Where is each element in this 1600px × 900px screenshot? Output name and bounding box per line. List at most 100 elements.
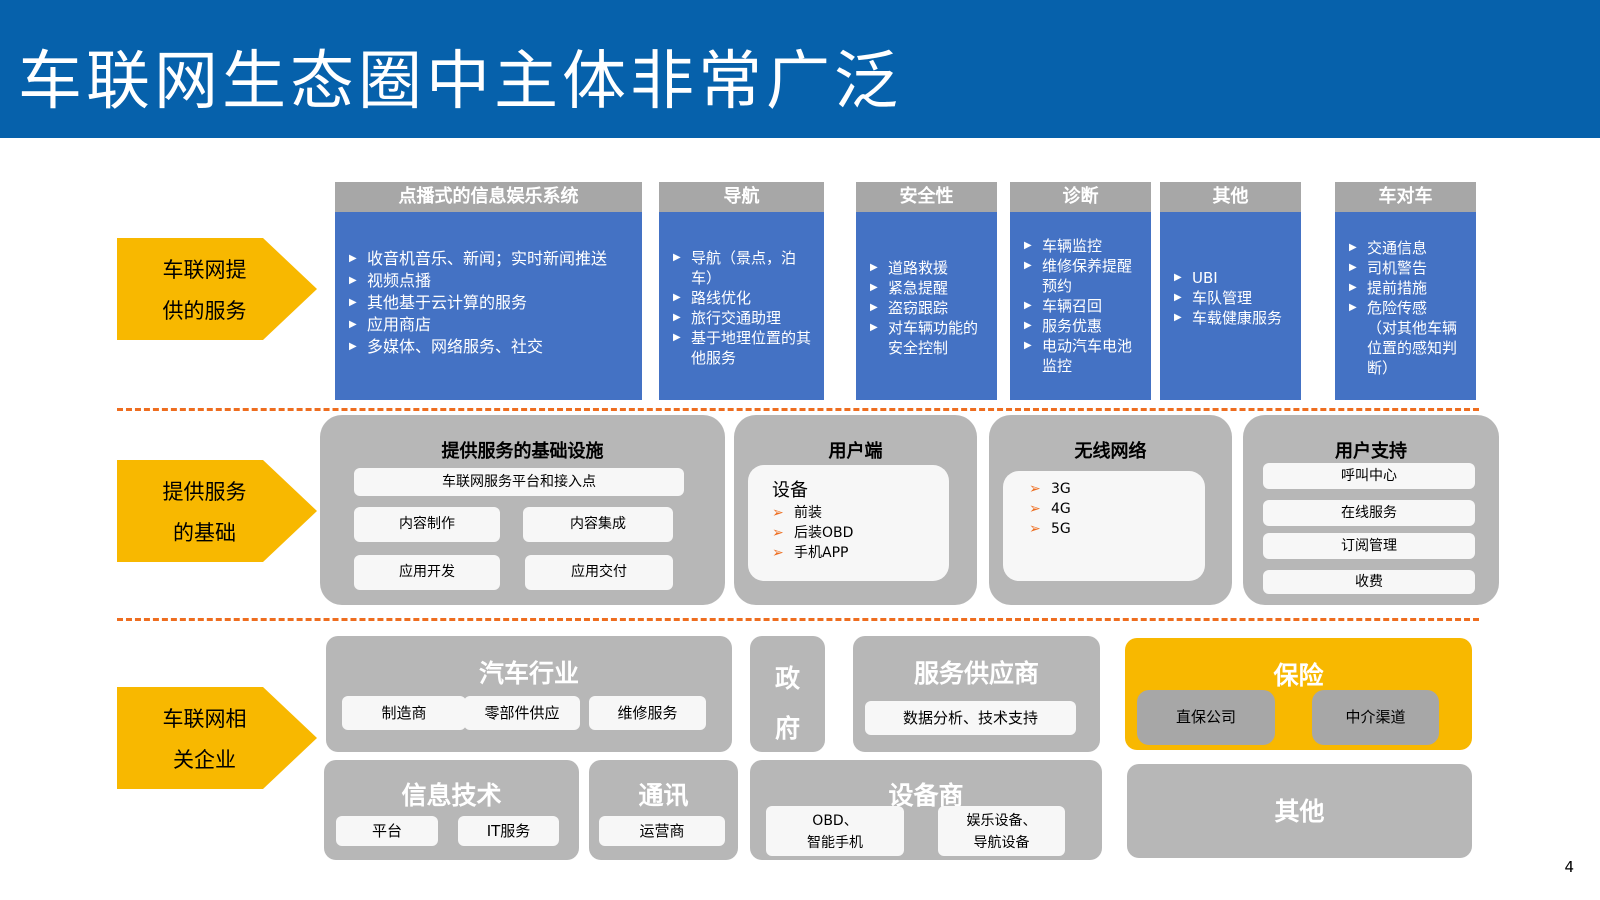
row-label-line: 关企业 (173, 748, 236, 772)
service-item: UBI (1174, 268, 1293, 288)
support-item: 收费 (1263, 570, 1475, 594)
equipment-item-line: 导航设备 (973, 835, 1030, 851)
insurance-item: 中介渠道 (1312, 690, 1439, 745)
it-item: 平台 (336, 816, 438, 846)
service-header: 车对车 (1335, 182, 1476, 212)
service-item: 应用商店 (349, 314, 628, 336)
service-body: 导航（景点，泊车） 路线优化 旅行交通助理 基于地理位置的其他服务 (659, 212, 824, 400)
wireless-box: 3G 4G 5G (1003, 471, 1205, 581)
service-provider-item: 数据分析、技术支持 (865, 701, 1076, 735)
government-title: 政府 (750, 654, 825, 754)
row-label-line: 车联网提 (162, 258, 247, 282)
section-divider (117, 408, 1479, 411)
support-container: 用户支持 呼叫中心 在线服务 订阅管理 收费 (1243, 415, 1499, 605)
client-container: 用户端 设备 前装 后装OBD 手机APP (734, 415, 977, 605)
support-item: 订阅管理 (1263, 533, 1475, 559)
equipment-item-line: 智能手机 (807, 835, 863, 851)
service-safety: 安全性 道路救援 紧急提醒 盗窃跟踪 对车辆功能的安全控制 (856, 182, 997, 400)
service-infotainment: 点播式的信息娱乐系统 收音机音乐、新闻；实时新闻推送 视频点播 其他基于云计算的… (335, 182, 642, 400)
service-item: 视频点播 (349, 270, 628, 292)
service-body: 车辆监控 维修保养提醒预约 车辆召回 服务优惠 电动汽车电池监控 (1010, 212, 1151, 400)
equipment-item: OBD、智能手机 (766, 806, 904, 856)
row-label-services: 车联网提供的服务 (117, 238, 317, 340)
government-title-line: 府 (774, 714, 800, 743)
other-companies-title: 其他 (1274, 797, 1325, 826)
service-item: 导航（景点，泊车） (673, 248, 812, 288)
telecom-title: 通讯 (638, 781, 689, 810)
service-body: UBI 车队管理 车载健康服务 (1160, 212, 1301, 400)
app-dev-box: 应用开发 (354, 555, 500, 590)
service-item: 司机警告 (1349, 258, 1468, 278)
government-title-line: 政 (774, 664, 800, 693)
service-item: 车队管理 (1174, 288, 1293, 308)
government-container: 政府 (750, 636, 825, 752)
service-body: 收音机音乐、新闻；实时新闻推送 视频点播 其他基于云计算的服务 应用商店 多媒体… (335, 212, 642, 400)
service-other: 其他 UBI 车队管理 车载健康服务 (1160, 182, 1301, 400)
service-item: 旅行交通助理 (673, 308, 812, 328)
infra-title: 提供服务的基础设施 (441, 441, 604, 462)
service-item: 其他基于云计算的服务 (349, 292, 628, 314)
service-item: 服务优惠 (1024, 316, 1143, 336)
it-item: IT服务 (458, 816, 559, 846)
service-item: 收音机音乐、新闻；实时新闻推送 (349, 248, 628, 270)
service-header: 导航 (659, 182, 824, 212)
client-title: 用户端 (828, 441, 883, 462)
title-bar: 车联网生态圈中主体非常广泛 (0, 0, 1600, 138)
equipment-item: 娱乐设备、导航设备 (938, 806, 1065, 856)
service-provider-title: 服务供应商 (913, 659, 1039, 688)
service-item: 维修保养提醒预约 (1024, 256, 1143, 296)
service-header: 安全性 (856, 182, 997, 212)
service-item: 紧急提醒 (870, 278, 989, 298)
service-item: 交通信息 (1349, 238, 1468, 258)
support-title: 用户支持 (1335, 441, 1407, 462)
service-header: 诊断 (1010, 182, 1151, 212)
other-companies-container: 其他 (1127, 764, 1472, 858)
service-body: 道路救援 紧急提醒 盗窃跟踪 对车辆功能的安全控制 (856, 212, 997, 400)
service-item: 路线优化 (673, 288, 812, 308)
service-navigation: 导航 导航（景点，泊车） 路线优化 旅行交通助理 基于地理位置的其他服务 (659, 182, 824, 400)
service-item: 道路救援 (870, 258, 989, 278)
service-item: 提前措施 (1349, 278, 1468, 298)
client-item: 后装OBD (772, 523, 949, 543)
auto-item: 维修服务 (589, 696, 706, 730)
insurance-item: 直保公司 (1137, 690, 1275, 745)
infra-container: 提供服务的基础设施 车联网服务平台和接入点 内容制作 内容集成 应用开发 应用交… (320, 415, 725, 605)
insurance-container: 保险 直保公司 中介渠道 (1125, 638, 1472, 750)
auto-item: 零部件供应 (464, 696, 580, 730)
service-item: 多媒体、网络服务、社交 (349, 336, 628, 358)
row-label-companies: 车联网相关企业 (117, 687, 317, 789)
wireless-item: 5G (1029, 519, 1205, 539)
it-title: 信息技术 (401, 781, 502, 810)
content-production-box: 内容制作 (354, 507, 500, 542)
service-body: 交通信息 司机警告 提前措施 危险传感 （对其他车辆位置的感知判断） (1335, 212, 1476, 400)
service-v2v: 车对车 交通信息 司机警告 提前措施 危险传感 （对其他车辆位置的感知判断） (1335, 182, 1476, 400)
service-note: （对其他车辆位置的感知判断） (1367, 319, 1458, 377)
service-item: 危险传感 (1349, 298, 1468, 318)
auto-industry-title: 汽车行业 (478, 659, 579, 688)
support-item: 在线服务 (1263, 500, 1475, 526)
client-device-box: 设备 前装 后装OBD 手机APP (748, 465, 949, 581)
service-item: 对车辆功能的安全控制 (870, 318, 989, 358)
equipment-item-line: OBD、 (812, 813, 858, 829)
service-diagnosis: 诊断 车辆监控 维修保养提醒预约 车辆召回 服务优惠 电动汽车电池监控 (1010, 182, 1151, 400)
auto-item: 制造商 (342, 696, 466, 730)
telecom-container: 通讯 运营商 (589, 760, 738, 860)
wireless-item: 4G (1029, 499, 1205, 519)
wireless-item: 3G (1029, 479, 1205, 499)
page-number: 4 (1564, 858, 1574, 876)
device-label: 设备 (772, 480, 808, 501)
equipment-container: 设备商 OBD、智能手机 娱乐设备、导航设备 (750, 760, 1102, 860)
service-item: 基于地理位置的其他服务 (673, 328, 812, 368)
service-header: 点播式的信息娱乐系统 (335, 182, 642, 212)
wireless-container: 无线网络 3G 4G 5G (989, 415, 1232, 605)
it-container: 信息技术 平台 IT服务 (324, 760, 579, 860)
client-item: 前装 (772, 503, 949, 523)
support-item: 呼叫中心 (1263, 463, 1475, 489)
auto-industry-container: 汽车行业 制造商 零部件供应 维修服务 (326, 636, 732, 752)
platform-box: 车联网服务平台和接入点 (354, 468, 684, 496)
page-title: 车联网生态圈中主体非常广泛 (18, 45, 902, 119)
client-item: 手机APP (772, 543, 949, 563)
insurance-title: 保险 (1273, 661, 1324, 690)
row-label-line: 的基础 (173, 521, 236, 545)
app-delivery-box: 应用交付 (525, 555, 673, 590)
